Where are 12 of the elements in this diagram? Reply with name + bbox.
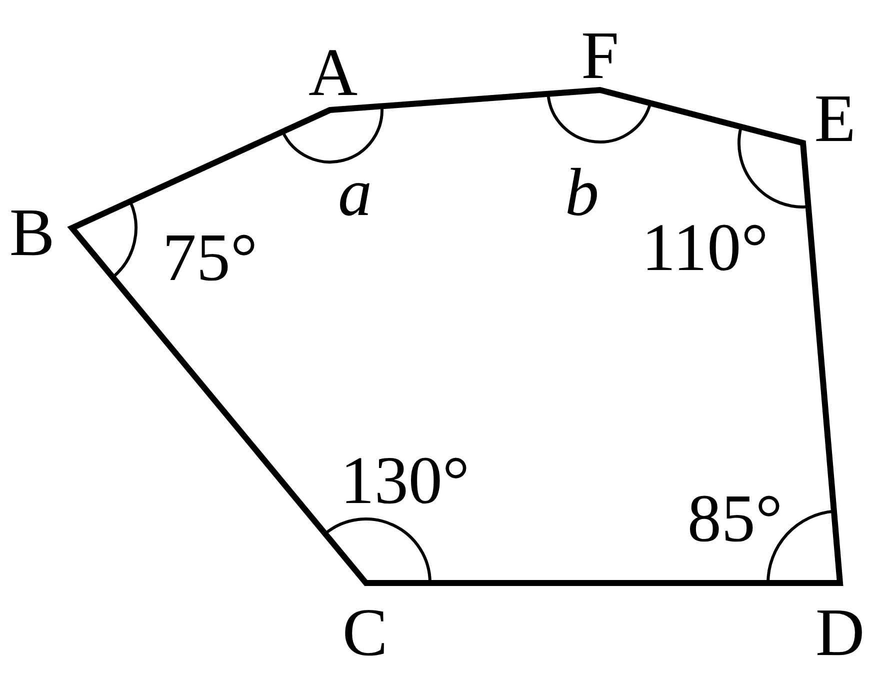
angle-variable: a: [338, 158, 372, 226]
angle-measure: 85°: [687, 484, 783, 552]
vertex-label: A: [308, 38, 358, 106]
angle-variable: b: [565, 158, 599, 226]
vertex-label: E: [814, 84, 856, 152]
vertex-label: D: [815, 598, 865, 666]
vertex-label: C: [342, 598, 388, 666]
vertex-label: B: [9, 198, 55, 266]
angle-measure: 110°: [642, 213, 768, 281]
angle-measure: 130°: [340, 446, 470, 514]
vertex-label: F: [581, 21, 619, 89]
angle-measure: 75°: [162, 223, 258, 291]
